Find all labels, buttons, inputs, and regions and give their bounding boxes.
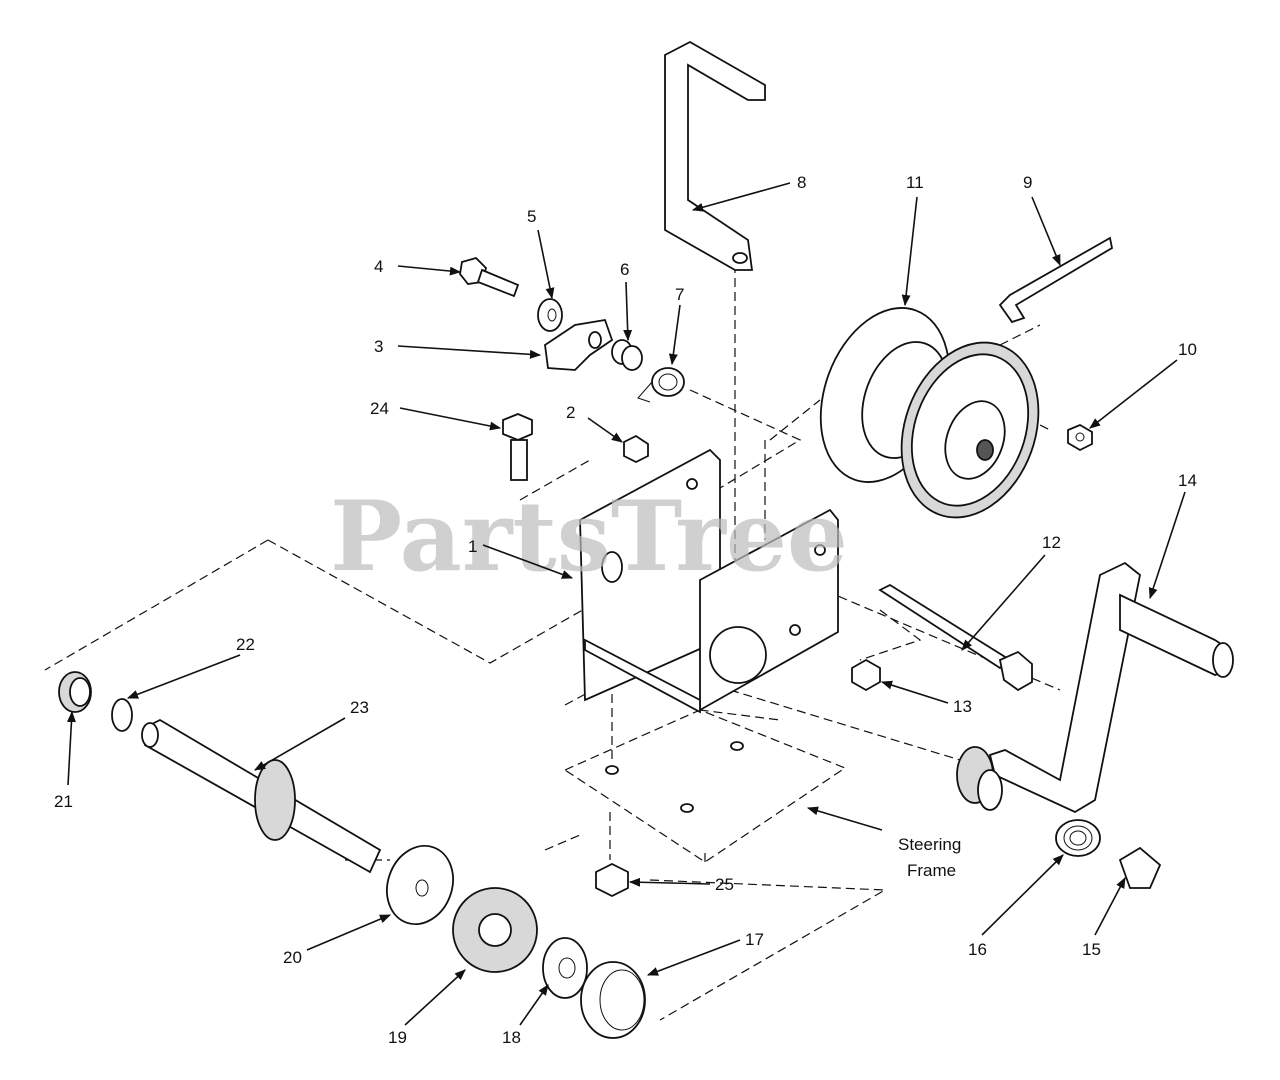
callout-13: 13 bbox=[953, 697, 972, 716]
leader-lines bbox=[66, 182, 1186, 1026]
callout-23: 23 bbox=[350, 698, 369, 717]
callout-14: 14 bbox=[1178, 471, 1197, 490]
callout-7: 7 bbox=[675, 285, 684, 304]
part-22-clip bbox=[111, 698, 133, 732]
callout-3: 3 bbox=[374, 337, 383, 356]
callout-9: 9 bbox=[1023, 173, 1032, 192]
part-9-rod bbox=[998, 236, 1114, 324]
part-19-sprocket bbox=[452, 887, 538, 973]
callout-12: 12 bbox=[1042, 533, 1061, 552]
part-7-spring bbox=[637, 367, 685, 403]
callout-8: 8 bbox=[797, 173, 806, 192]
part-25-nut bbox=[595, 862, 629, 898]
callout-17: 17 bbox=[745, 930, 764, 949]
callout-11: 11 bbox=[906, 173, 924, 192]
callout-2: 2 bbox=[566, 403, 575, 422]
part-15-cap-nut bbox=[1118, 846, 1162, 889]
callout-24: 24 bbox=[370, 399, 389, 418]
callout-16: 16 bbox=[968, 940, 987, 959]
part-8-bracket bbox=[664, 40, 766, 271]
part-13-nut bbox=[851, 658, 881, 692]
steering-frame-label-line2: Frame bbox=[907, 861, 956, 880]
part-12-bolt bbox=[878, 583, 1033, 692]
part-20-washer bbox=[386, 844, 454, 926]
part-24-bolt bbox=[502, 413, 533, 481]
part-16-spring bbox=[1055, 819, 1101, 857]
part-14-crank bbox=[956, 561, 1234, 814]
callout-labels: 1 2 3 4 5 6 7 8 9 10 11 12 13 14 15 16 1… bbox=[54, 173, 1197, 1047]
callout-22: 22 bbox=[236, 635, 255, 654]
watermark-text: PartsTree bbox=[330, 480, 848, 593]
part-5-washer bbox=[537, 298, 563, 332]
callout-18: 18 bbox=[502, 1028, 521, 1047]
part-6-bushing bbox=[611, 339, 643, 371]
callout-21: 21 bbox=[54, 792, 73, 811]
part-17-bearing bbox=[580, 961, 646, 1039]
part-4-bolt bbox=[459, 256, 520, 298]
callout-5: 5 bbox=[527, 207, 536, 226]
callout-20: 20 bbox=[283, 948, 302, 967]
callout-19: 19 bbox=[388, 1028, 407, 1047]
part-3-pawl bbox=[544, 318, 614, 371]
callout-1: 1 bbox=[468, 537, 477, 556]
part-1-main-bracket bbox=[579, 448, 839, 714]
callout-25: 25 bbox=[715, 875, 734, 894]
part-11-drum-gear bbox=[819, 307, 1040, 519]
part-23-shaft bbox=[141, 718, 382, 874]
part-21-bushing bbox=[58, 671, 92, 713]
part-18-washer bbox=[542, 937, 588, 999]
callout-4: 4 bbox=[374, 257, 383, 276]
callout-6: 6 bbox=[620, 260, 629, 279]
part-10-nut bbox=[1067, 423, 1093, 452]
callout-10: 10 bbox=[1178, 340, 1197, 359]
part-2-nut bbox=[623, 434, 649, 464]
steering-frame-plate bbox=[563, 709, 847, 863]
callout-15: 15 bbox=[1082, 940, 1101, 959]
steering-frame-label-line1: Steering bbox=[898, 835, 961, 854]
